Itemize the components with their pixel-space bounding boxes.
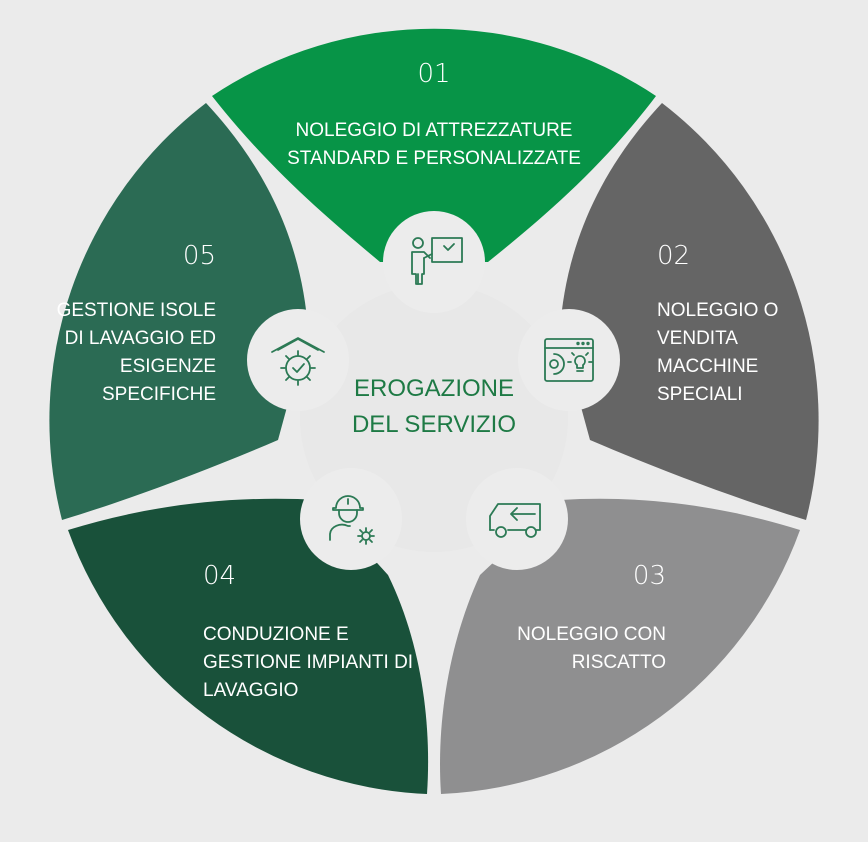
segment-01-number: 01 xyxy=(417,59,450,89)
segment-02-number: 02 xyxy=(657,241,690,271)
segment-05-line-1: GESTIONE ISOLE xyxy=(57,300,216,321)
segment-02-line-4: SPECIALI xyxy=(657,384,743,405)
segment-04-line-1: CONDUZIONE E xyxy=(203,624,349,645)
center-title-line-1: EROGAZIONE xyxy=(354,375,514,402)
segment-02: 02 NOLEGGIO O VENDITA MACCHINE SPECIALI xyxy=(560,103,819,520)
icon-circle-01 xyxy=(383,211,485,313)
segment-03-line-1: NOLEGGIO CON xyxy=(517,624,666,645)
segment-04: 04 CONDUZIONE E GESTIONE IMPIANTI DI LAV… xyxy=(68,498,429,794)
segment-03-shape xyxy=(440,498,800,794)
segment-02-line-3: MACCHINE xyxy=(657,356,758,377)
roof-gear-check-icon xyxy=(271,337,325,386)
segment-02-line-2: VENDITA xyxy=(657,328,738,349)
center-title-line-2: DEL SERVIZIO xyxy=(352,411,516,438)
segment-05-line-4: SPECIFICHE xyxy=(102,384,216,405)
segment-01: 01 NOLEGGIO DI ATTREZZATURE STANDARD E P… xyxy=(212,28,656,263)
segment-05: 05 GESTIONE ISOLE DI LAVAGGIO ED ESIGENZ… xyxy=(49,103,308,520)
van-arrow-icon xyxy=(489,503,541,538)
segment-01-line-2: STANDARD E PERSONALIZZATE xyxy=(287,148,581,169)
segment-05-number: 05 xyxy=(183,241,216,271)
segment-03-number: 03 xyxy=(633,561,666,591)
segment-02-shape xyxy=(560,103,819,520)
icon-circle-02 xyxy=(518,309,620,411)
icon-circle-03 xyxy=(466,468,568,570)
worker-gear-icon xyxy=(329,495,375,545)
segment-05-line-3: ESIGENZE xyxy=(120,356,216,377)
segment-04-shape xyxy=(68,498,429,794)
gear-lightbulb-window-icon xyxy=(544,338,594,382)
segment-01-line-1: NOLEGGIO DI ATTREZZATURE xyxy=(296,120,573,141)
icon-circle-04 xyxy=(300,468,402,570)
presentation-board-icon xyxy=(411,237,463,285)
segment-05-line-2: DI LAVAGGIO ED xyxy=(65,328,216,349)
segment-05-shape xyxy=(49,103,308,520)
segment-02-line-1: NOLEGGIO O xyxy=(657,300,778,321)
segment-03-line-2: RISCATTO xyxy=(572,652,666,673)
segment-04-line-3: LAVAGGIO xyxy=(203,680,298,701)
segment-03: 03 NOLEGGIO CON RISCATTO xyxy=(440,498,800,794)
segment-04-number: 04 xyxy=(203,561,236,591)
segment-01-shape xyxy=(212,28,656,263)
icon-circle-05 xyxy=(247,309,349,411)
segment-04-line-2: GESTIONE IMPIANTI DI xyxy=(203,652,413,673)
